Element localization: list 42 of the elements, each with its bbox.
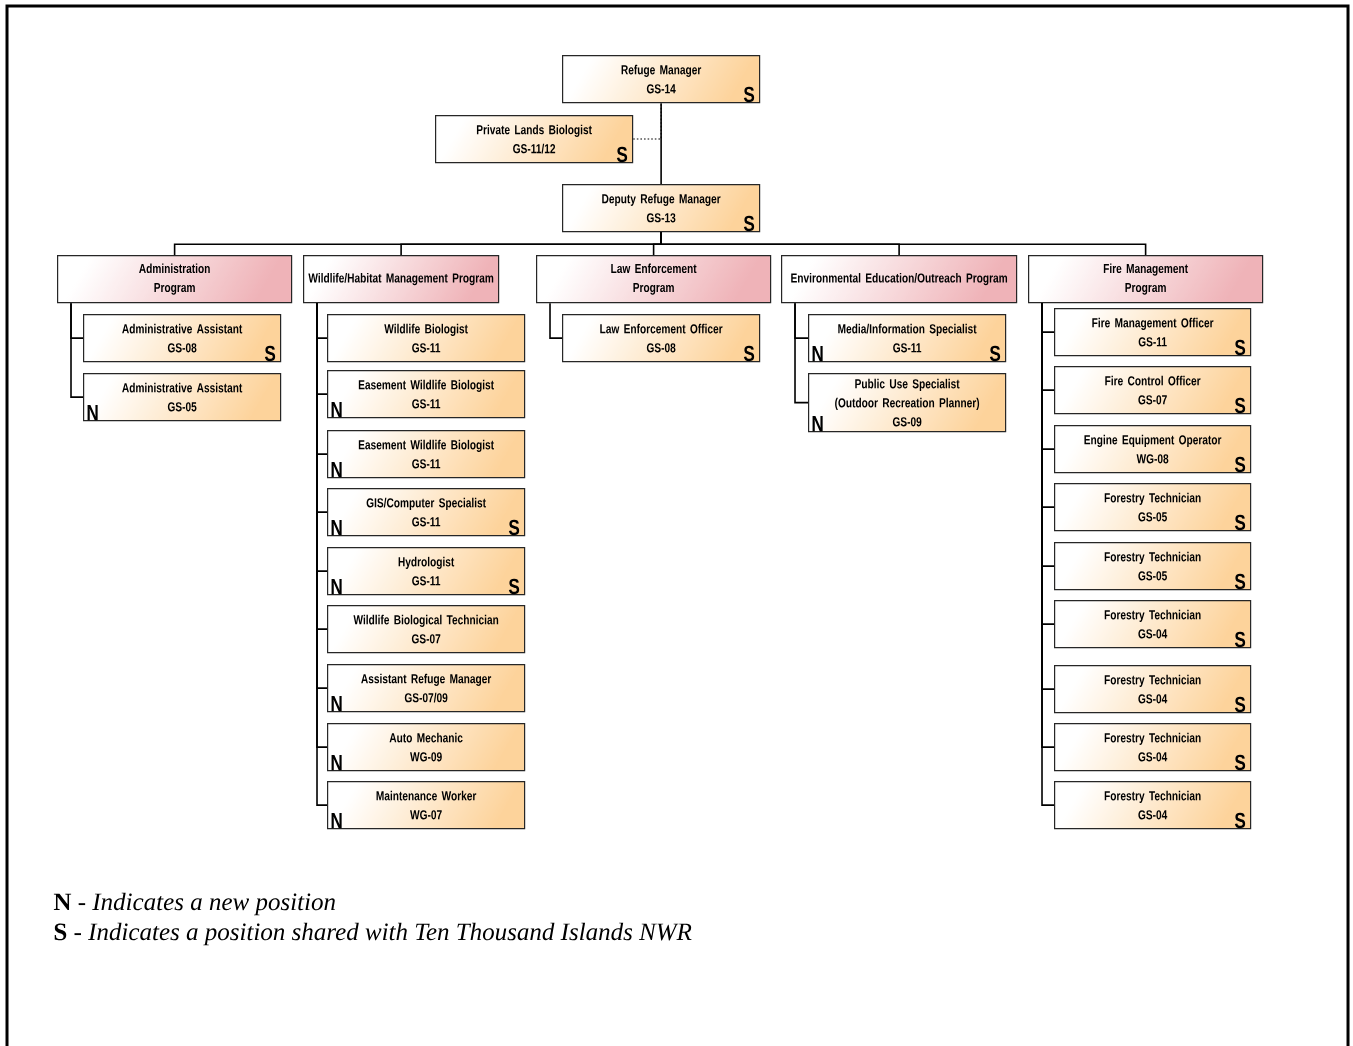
position-letter: N bbox=[331, 696, 342, 712]
position-letter: S bbox=[1234, 339, 1246, 356]
position-letter: N bbox=[331, 755, 342, 771]
position-letter: N bbox=[812, 416, 823, 432]
position-letter: S bbox=[616, 146, 628, 163]
position-letter: N bbox=[331, 813, 342, 829]
position-letter: S bbox=[989, 345, 1001, 362]
position-letter: N bbox=[331, 579, 342, 595]
position-letter: S bbox=[264, 345, 276, 362]
position-letter: S bbox=[508, 578, 520, 595]
program-box: Fire Management Program bbox=[1028, 255, 1264, 304]
position-letter: S bbox=[1234, 812, 1246, 829]
program-box: Administration Program bbox=[57, 255, 293, 304]
position-letter: S bbox=[1234, 754, 1246, 771]
program-box: Wildlife/Habitat Management Program bbox=[303, 255, 500, 304]
position-letter: S bbox=[1234, 456, 1246, 473]
connector-line bbox=[70, 302, 84, 398]
position-letter: S bbox=[1234, 696, 1246, 713]
position-box: Wildlife Biologist GS-11 bbox=[327, 314, 526, 363]
position-letter: S bbox=[743, 86, 755, 103]
position-letter: S bbox=[1234, 631, 1246, 648]
position-letter: N bbox=[331, 462, 342, 478]
position-letter: S bbox=[1234, 397, 1246, 414]
program-box: Environmental Education/Outreach Program bbox=[781, 255, 1018, 304]
connector-line bbox=[660, 231, 1147, 256]
connector-line bbox=[549, 302, 563, 339]
position-letter: N bbox=[87, 405, 98, 421]
connector-line bbox=[794, 302, 809, 404]
position-letter: S bbox=[508, 519, 520, 536]
position-letter: N bbox=[331, 520, 342, 536]
connector-line bbox=[660, 102, 662, 185]
legend-note: S - Indicates a position shared with Ten Thousand Islands NWR bbox=[54, 922, 692, 946]
position-letter: S bbox=[743, 345, 755, 362]
legend-note: N - Indicates a new position bbox=[53, 892, 335, 916]
position-letter: S bbox=[1234, 573, 1246, 590]
position-box: Wildlife Biological Technician GS-07 bbox=[327, 605, 526, 654]
position-letter: S bbox=[743, 215, 755, 232]
connector-line bbox=[632, 102, 662, 140]
position-letter: N bbox=[812, 346, 823, 362]
position-letter: S bbox=[1234, 514, 1246, 531]
program-box: Law Enforcement Program bbox=[536, 255, 772, 304]
position-letter: N bbox=[331, 402, 342, 418]
